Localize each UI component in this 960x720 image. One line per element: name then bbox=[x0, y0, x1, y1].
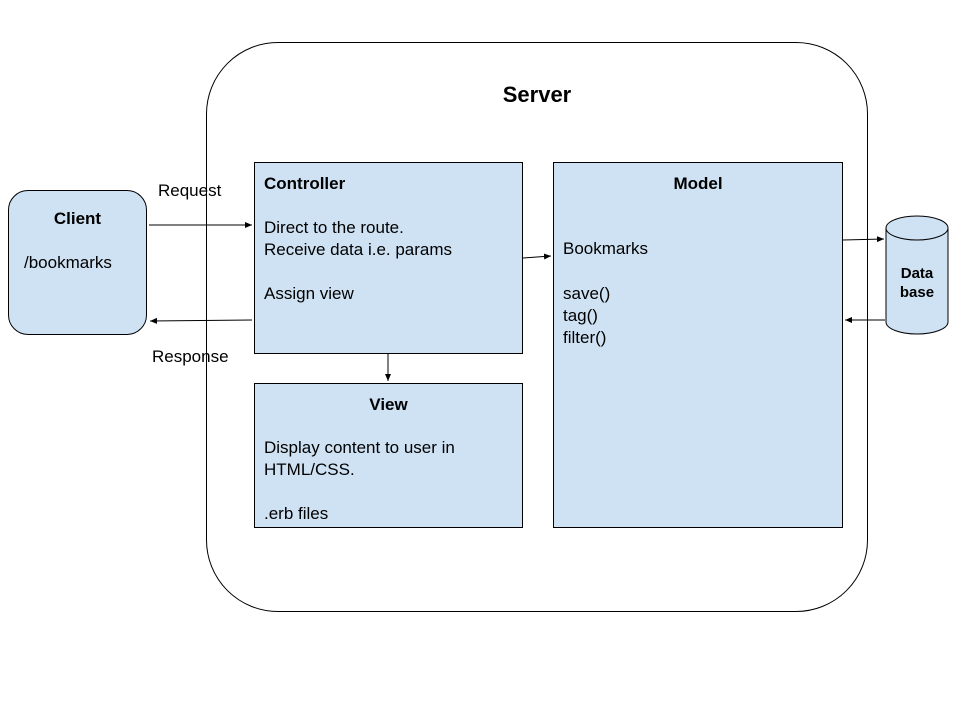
view-line: Display content to user in bbox=[264, 438, 455, 457]
server-title: Server bbox=[502, 82, 572, 107]
response-label: Response bbox=[152, 347, 229, 366]
model-line: Bookmarks bbox=[563, 239, 649, 258]
database-label-line: Data bbox=[900, 265, 934, 282]
model-line: tag() bbox=[563, 306, 598, 325]
model-line: save() bbox=[563, 284, 611, 303]
controller-line: Assign view bbox=[264, 284, 354, 303]
controller-to-model-arrow bbox=[522, 253, 552, 260]
database-cylinder bbox=[885, 215, 949, 335]
client-node: Client /bookmarks bbox=[8, 190, 147, 335]
controller-line: Direct to the route. bbox=[264, 218, 404, 237]
request-label: Request bbox=[158, 181, 222, 200]
view-line: HTML/CSS. bbox=[264, 460, 355, 479]
controller-node: Controller Direct to the route. Receive … bbox=[254, 162, 523, 354]
model-line: filter() bbox=[563, 328, 607, 347]
model-node: Model Bookmarks save() tag() filter() bbox=[553, 162, 843, 528]
view-line: .erb files bbox=[264, 504, 329, 523]
view-node: View Display content to user in HTML/CSS… bbox=[254, 383, 523, 528]
client-title: Client bbox=[53, 209, 102, 228]
controller-title: Controller bbox=[264, 174, 346, 193]
response-arrow bbox=[149, 317, 253, 324]
view-title: View bbox=[369, 395, 408, 414]
model-title: Model bbox=[673, 174, 723, 193]
model-to-database-arrow bbox=[842, 236, 885, 243]
database-label: Data base bbox=[886, 264, 948, 302]
client-path: /bookmarks bbox=[24, 253, 112, 272]
controller-line: Receive data i.e. params bbox=[264, 240, 453, 259]
database-label-line: base bbox=[899, 284, 935, 301]
